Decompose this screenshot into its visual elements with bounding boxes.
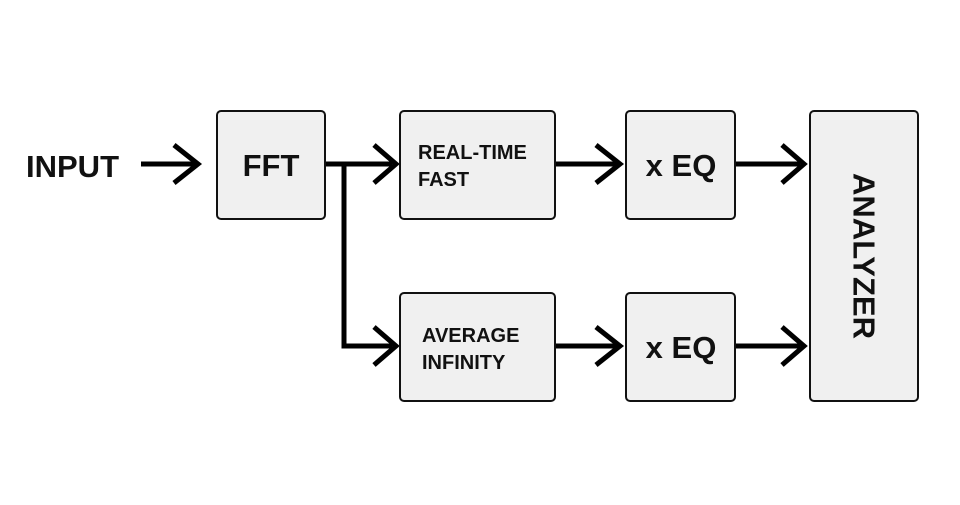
eq-bottom-block: x EQ (625, 292, 736, 402)
arrow-eq-top-to-analyzer (736, 143, 808, 185)
arrow-eq-bottom-to-analyzer (736, 325, 808, 367)
analyzer-box (809, 110, 919, 402)
average-infinity-block: AVERAGE INFINITY (399, 292, 556, 402)
fft-box (216, 110, 326, 220)
fft-label: FFT (243, 148, 300, 183)
input-label: INPUT (26, 149, 119, 184)
eq-top-label: x EQ (646, 148, 717, 183)
fft-block: FFT (216, 110, 326, 220)
eq-bottom-box (625, 292, 736, 402)
eq-top-block: x EQ (625, 110, 736, 220)
eq-top-box (625, 110, 736, 220)
analyzer-label: ANALYZER (847, 173, 882, 339)
realtime-fast-box (399, 110, 556, 220)
arrow-input-to-fft (141, 143, 203, 185)
arrow-fft-branch (326, 143, 400, 367)
eq-bottom-label: x EQ (646, 330, 717, 365)
arrow-average-to-eq (556, 325, 625, 367)
realtime-label-line1: REAL-TIME (418, 142, 527, 164)
realtime-fast-block: REAL-TIME FAST (399, 110, 556, 220)
average-label-line2: INFINITY (422, 352, 506, 374)
realtime-label-line2: FAST (418, 169, 469, 191)
average-infinity-box (399, 292, 556, 402)
average-label-line1: AVERAGE (422, 325, 519, 347)
analyzer-block: ANALYZER (809, 110, 919, 402)
arrow-realtime-to-eq (556, 143, 625, 185)
